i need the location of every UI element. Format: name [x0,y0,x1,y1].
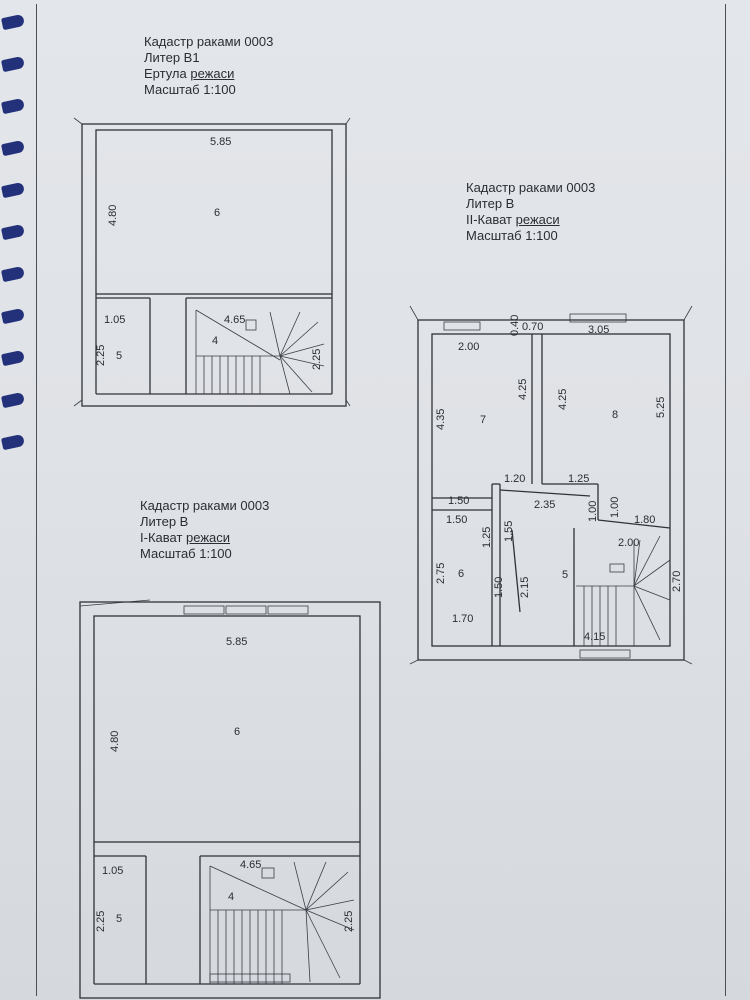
basement-plan-prefix: Ертула [144,66,191,81]
second-dim-235: 2.35 [534,499,555,511]
second-dim-275: 2.75 [435,563,447,584]
second-dim-125a: 1.25 [568,473,589,485]
basement-width-label: 5.85 [210,136,231,148]
first-cadastre: Кадастр раками 0003 [140,498,270,513]
basement-small-width: 1.05 [104,314,125,326]
second-dim-270: 2.70 [671,571,683,592]
second-stair [576,535,671,646]
second-cadastre: Кадастр раками 0003 [466,180,596,195]
first-plan-prefix: I-Кават [140,530,187,545]
second-dim-180: 1.80 [634,514,655,526]
first-room-6: 6 [234,726,240,738]
second-dim-425b: 4.25 [557,389,569,410]
first-small-width: 1.05 [102,865,123,877]
second-plan-suffix: режаси [515,212,560,227]
second-walls [409,305,693,665]
first-room-4: 4 [228,891,234,903]
basement-stair [195,309,325,395]
basement-small-height: 2.25 [95,345,107,366]
second-dim-415: 4.15 [584,631,605,643]
second-dim-100b: 1.00 [609,497,621,518]
second-dim-525: 5.25 [655,397,667,418]
drawing-frame [36,4,726,996]
second-room-7: 7 [480,414,486,426]
first-width-label: 5.85 [226,636,247,648]
second-liter: Литер В [466,196,515,211]
basement-room-4: 4 [212,335,218,347]
second-dim-305: 3.05 [588,324,609,336]
second-floor-caption: Кадастр раками 0003 Литер В II-Кават реж… [466,180,595,244]
basement-plan-suffix: режаси [190,66,235,81]
second-dim-040: 0.40 [509,315,521,336]
basement-height-label: 4.80 [107,205,119,226]
second-dim-100a: 1.00 [587,501,599,522]
basement-stair-height: 2.25 [311,349,323,370]
second-dim-150c: 1.50 [493,577,505,598]
first-walls [79,599,381,999]
second-scale: Масштаб 1:100 [466,228,558,243]
first-liter: Литер В [140,514,189,529]
basement-cadastre: Кадастр раками 0003 [144,34,274,49]
first-height-label: 4.80 [109,731,121,752]
first-plan-suffix: режаси [186,530,231,545]
second-dim-150b: 1.50 [446,514,467,526]
first-scale: Масштаб 1:100 [140,546,232,561]
second-room-6: 6 [458,568,464,580]
second-room-5: 5 [562,569,568,581]
second-dim-215: 2.15 [519,577,531,598]
first-room-5: 5 [116,913,122,925]
basement-scale: Масштаб 1:100 [144,82,236,97]
basement-room-5: 5 [116,350,122,362]
first-stair-height: 2.25 [343,911,355,932]
basement-liter: Литер В1 [144,50,200,65]
first-stair [209,861,355,984]
second-dim-170: 1.70 [452,613,473,625]
basement-stair-width: 4.65 [224,314,245,326]
second-dim-155: 1.55 [503,521,515,542]
second-dim-425a: 4.25 [517,379,529,400]
basement-room-6: 6 [214,207,220,219]
second-dim-150a: 1.50 [448,495,469,507]
second-dim-435: 4.35 [435,409,447,430]
first-stair-width: 4.65 [240,859,261,871]
second-room-8: 8 [612,409,618,421]
basement-walls [73,117,351,407]
second-dim-070: 0.70 [522,321,543,333]
first-plan-title: I-Кават режаси [140,530,269,546]
first-floor-caption: Кадастр раками 0003 Литер В I-Кават режа… [140,498,269,562]
second-plan-title: II-Кават режаси [466,212,595,228]
basement-plan-title: Ертула режаси [144,66,273,82]
second-plan-prefix: II-Кават [466,212,516,227]
first-small-height: 2.25 [95,911,107,932]
second-dim-120: 1.20 [504,473,525,485]
second-dim-125b: 1.25 [481,527,493,548]
second-dim-200: 2.00 [458,341,479,353]
second-dim-200b: 2.00 [618,537,639,549]
basement-caption: Кадастр раками 0003 Литер В1 Ертула режа… [144,34,273,98]
